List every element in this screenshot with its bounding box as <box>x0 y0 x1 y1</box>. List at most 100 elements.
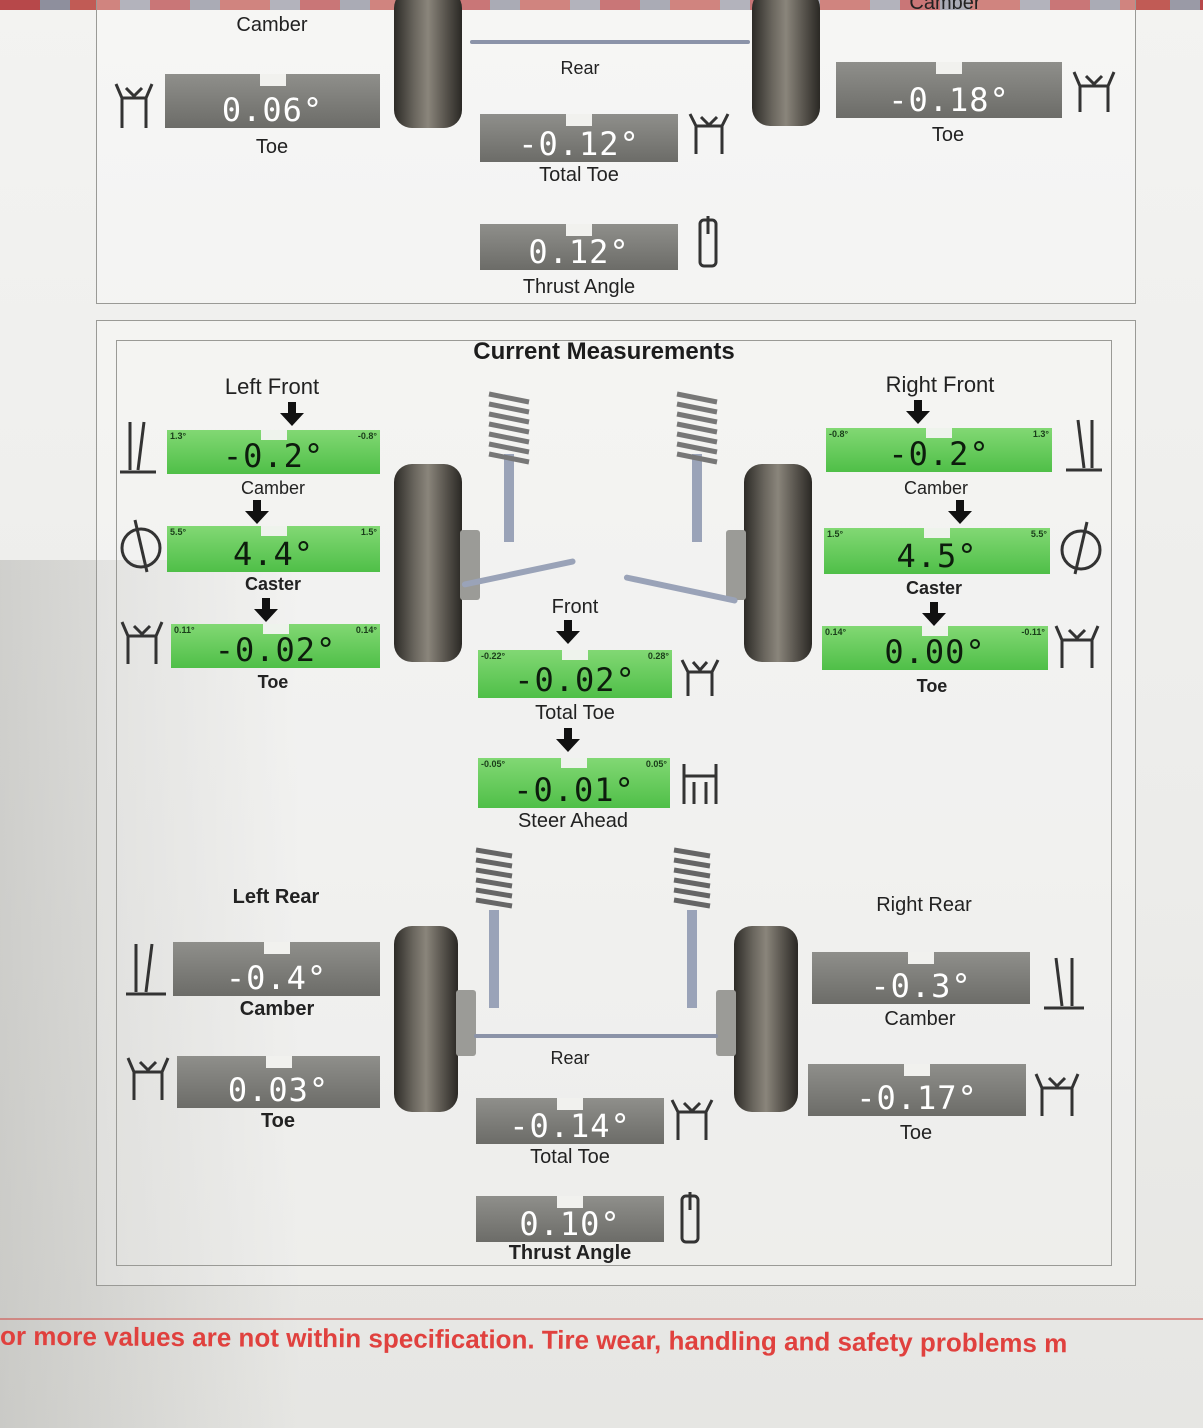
background-fabric <box>0 0 1203 10</box>
rear-thrust-label: Thrust Angle <box>508 1242 632 1264</box>
gauge-notch <box>557 1098 583 1110</box>
right-front-caster-gauge: 1.5° 5.5° 4.5° <box>824 528 1050 574</box>
front-right-hub <box>726 530 746 600</box>
left-front-toe-min: 0.11° <box>174 625 195 635</box>
upper-left-toe-value: 0.06° <box>221 91 324 128</box>
thrust-vehicle-icon <box>698 216 718 268</box>
left-front-caster-min: 5.5° <box>170 527 187 537</box>
rear-right-tire <box>734 926 798 1112</box>
gauge-notch <box>260 526 287 536</box>
right-rear-camber-gauge: -0.3° <box>812 952 1030 1004</box>
toe-vehicle-icon <box>126 1057 170 1100</box>
gauge-notch <box>566 114 592 126</box>
right-rear-camber-label: Camber <box>884 1008 956 1030</box>
toe-vehicle-icon <box>1034 1073 1080 1116</box>
left-front-caster-gauge: 5.5° 1.5° 4.4° <box>167 526 380 572</box>
toe-vehicle-icon <box>1072 71 1116 112</box>
gauge-notch <box>259 74 286 86</box>
gauge-notch <box>922 626 948 636</box>
left-front-camber-min: 1.3° <box>170 431 187 441</box>
specification-warning: or more values are not within specificat… <box>0 1320 1068 1359</box>
left-rear-camber-gauge: -0.4° <box>173 942 380 996</box>
right-rear-toe-value: -0.17° <box>856 1079 978 1116</box>
gauge-notch <box>265 1056 292 1068</box>
rear-total-toe-label: Total Toe <box>530 1146 610 1168</box>
caster-wheel-icon <box>1060 521 1102 575</box>
right-front-camber-label: Camber <box>903 478 969 498</box>
caster-wheel-icon <box>120 519 162 573</box>
left-front-label: Left Front <box>224 374 320 399</box>
camber-wheel-icon <box>1044 957 1084 1010</box>
upper-thrust-gauge: 0.12° <box>480 224 678 270</box>
rear-total-toe-value: -0.14° <box>509 1107 631 1144</box>
left-rear-toe-gauge: 0.03° <box>177 1056 380 1108</box>
right-front-caster-value: 4.5° <box>896 537 978 574</box>
toe-vehicle-icon <box>670 1099 714 1140</box>
front-left-hub <box>460 530 480 600</box>
gauge-notch <box>263 942 290 954</box>
steer-ahead-value: -0.01° <box>513 771 635 808</box>
left-front-camber-max: -0.8° <box>357 431 377 441</box>
upper-thrust-value: 0.12° <box>528 233 630 270</box>
front-label: Front <box>551 596 599 618</box>
upper-total-toe-gauge: -0.12° <box>480 114 678 162</box>
upper-right-toe-value: -0.18° <box>888 81 1010 118</box>
upper-left-toe-gauge: 0.06° <box>165 74 380 128</box>
left-front-caster-value: 4.4° <box>232 535 315 572</box>
left-front-toe-value: -0.02° <box>214 631 337 668</box>
rear-thrust-value: 0.10° <box>519 1205 621 1242</box>
gauge-notch <box>562 650 588 660</box>
right-front-label: Right Front <box>885 372 995 397</box>
rear-total-toe-gauge: -0.14° <box>476 1098 664 1144</box>
gauge-notch <box>908 952 934 964</box>
rear-left-tire <box>394 926 458 1112</box>
right-front-toe-min: 0.14° <box>825 627 847 637</box>
upper-left-camber-label: Camber <box>236 14 308 36</box>
left-front-camber-label: Camber <box>240 478 306 498</box>
front-right-strut-icon <box>676 391 718 542</box>
right-rear-toe-gauge: -0.17° <box>808 1064 1026 1116</box>
left-front-caster-max: 1.5° <box>360 527 377 537</box>
rear-thrust-gauge: 0.10° <box>476 1196 664 1242</box>
left-rear-camber-label: Camber <box>239 998 315 1020</box>
rear-right-strut-icon <box>673 847 711 1008</box>
footer-divider <box>0 1318 1203 1320</box>
gauge-notch <box>566 224 592 236</box>
rear-left-strut-icon <box>475 847 513 1008</box>
toe-vehicle-icon <box>1054 625 1100 668</box>
toe-vehicle-icon <box>114 83 154 128</box>
left-front-caster-label: Caster <box>244 574 302 594</box>
upper-total-toe-label: Total Toe <box>539 164 619 186</box>
camber-wheel-icon <box>126 943 166 996</box>
right-front-camber-min: -0.8° <box>829 429 849 439</box>
front-total-toe-value: -0.02° <box>514 661 636 698</box>
gauge-notch <box>904 1064 930 1076</box>
toe-vehicle-icon <box>120 621 164 664</box>
left-rear-toe-label: Toe <box>260 1110 296 1132</box>
front-right-tire <box>744 464 812 662</box>
thrust-vehicle-icon <box>680 1192 700 1244</box>
upper-right-camber-label: Camber <box>909 0 981 14</box>
page-title: Current Measurements <box>473 338 735 365</box>
left-front-toe-max: 0.14° <box>355 625 377 635</box>
upper-left-toe-label: Toe <box>255 136 289 158</box>
steer-ahead-gauge: -0.05° 0.05° -0.01° <box>478 758 670 808</box>
steer-ahead-max: 0.05° <box>645 759 667 769</box>
steer-ahead-min: -0.05° <box>481 759 506 769</box>
camber-wheel-icon <box>120 421 156 474</box>
upper-rear-label: Rear <box>560 58 600 78</box>
right-front-toe-max: -0.11° <box>1021 627 1045 637</box>
gauge-notch <box>926 428 952 438</box>
upper-left-tire <box>394 0 462 128</box>
front-total-toe-label: Total Toe <box>535 702 615 724</box>
rear-right-hub <box>716 990 736 1056</box>
rear-axle <box>474 1034 718 1038</box>
gauge-notch <box>262 624 289 634</box>
toe-vehicle-icon <box>680 659 720 696</box>
gauge-notch <box>260 430 287 440</box>
front-left-tire <box>394 464 462 662</box>
right-rear-label: Right Rear <box>876 894 972 916</box>
rear-left-hub <box>456 990 476 1056</box>
left-front-camber-value: -0.2° <box>222 437 325 474</box>
right-front-camber-max: 1.3° <box>1032 429 1049 439</box>
